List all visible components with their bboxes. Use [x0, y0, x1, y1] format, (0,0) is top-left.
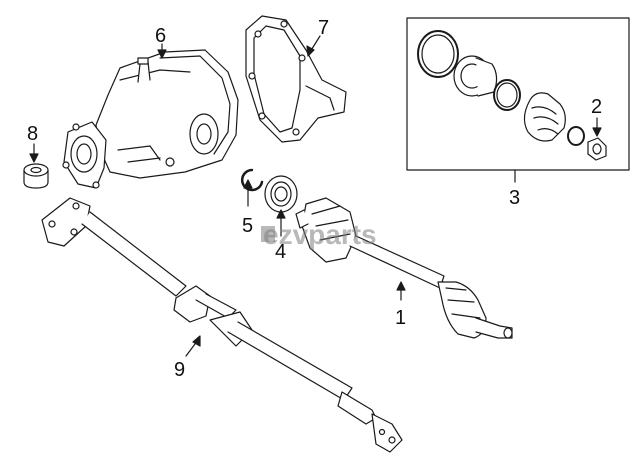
bushing [24, 164, 48, 188]
watermark: ezvparts [261, 219, 377, 250]
callout-1: 1 [395, 307, 406, 329]
callout-6: 6 [155, 25, 166, 47]
driveshaft [42, 198, 402, 452]
callout-4: 4 [275, 241, 286, 263]
callout-7: 7 [318, 17, 329, 39]
watermark-text: ezvparts [263, 219, 377, 250]
axle-shaft [296, 198, 512, 338]
leader-lines [30, 36, 601, 356]
seal [265, 176, 297, 212]
differential-housing [63, 50, 238, 188]
rear-cover [246, 16, 346, 142]
boot-kit-box [407, 18, 629, 170]
callout-8: 8 [27, 123, 38, 145]
boot-kit-parts [418, 31, 606, 160]
callout-5: 5 [242, 215, 253, 237]
callout-3: 3 [509, 187, 520, 209]
callout-numbers: 1 2 3 4 5 6 7 8 9 [27, 17, 602, 381]
callout-9: 9 [174, 359, 185, 381]
callout-2: 2 [591, 96, 602, 118]
